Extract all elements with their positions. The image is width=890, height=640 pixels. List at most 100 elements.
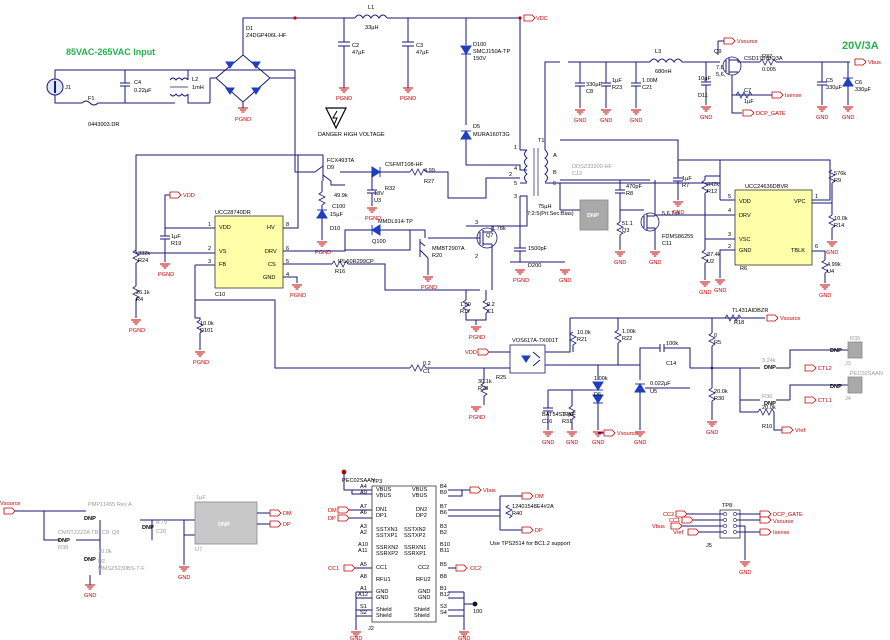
u3-pin8-name: HV (267, 225, 275, 231)
svg-text:A11: A11 (358, 548, 368, 554)
label-Q1: FCX493TA (327, 158, 355, 164)
label-C20: 4.7V (156, 520, 168, 526)
label-R38: CMST2222A TR (58, 530, 99, 536)
value-U3: C10 (215, 292, 225, 298)
label-Q100: MMBT2907A (432, 246, 465, 252)
svg-text:VBUS: VBUS (412, 487, 428, 493)
net-vsource-d6: Vsource (617, 431, 638, 437)
gnd-d2: GND (84, 593, 96, 599)
net-dcp-gate-q9: DCP_GATE (756, 111, 786, 117)
value-R5: R5 (714, 340, 721, 346)
ic-U3 (214, 215, 284, 289)
connector-J4 (847, 376, 863, 394)
label-TP3: PEC02SAAN (342, 478, 375, 484)
dnp-d200: DNP (587, 213, 599, 219)
fuse-F1 (81, 100, 99, 106)
value-J3: J3 (845, 361, 851, 367)
label-D11: C6 (855, 80, 862, 86)
net-ctl1: CTL1 (818, 398, 832, 404)
label-R14: 4.99k (827, 262, 841, 268)
svg-text:SSTXN2: SSTXN2 (404, 527, 426, 533)
q3-pins: 5,6,7,8 (662, 211, 679, 217)
value-R4: D101 (200, 328, 213, 334)
value-R37: 0.005 (762, 67, 776, 73)
label-Q8: C9 (102, 530, 109, 536)
svg-text:SSTXP2: SSTXP2 (404, 533, 425, 539)
label-D2: 10.0k (98, 549, 112, 555)
label-J1: J1 (65, 85, 71, 91)
pgnd-c2: PGND (336, 96, 352, 102)
net-vsource-dcp: Vsource (0, 501, 21, 507)
value-C10: R19 (171, 241, 181, 247)
svg-text:S3: S3 (440, 604, 447, 610)
svg-text:A10: A10 (358, 542, 368, 548)
gnd-c7: GND (574, 118, 586, 124)
label-R30: 20.0k (714, 389, 728, 395)
net-vbus-out: Vbus (868, 60, 881, 66)
value-R20: R16 (335, 269, 345, 275)
label-R6: 576k (834, 171, 846, 177)
svg-text:S4: S4 (440, 610, 447, 616)
u2-pin6-name: TBLK (791, 248, 805, 254)
label-R10: 20.0k (762, 405, 776, 411)
label-D200: DDSZ33200-HF (572, 164, 613, 170)
t1-pin-3: 3 (514, 194, 517, 200)
net-vref-j5: Vref (673, 530, 683, 536)
label-J3: R35 (850, 336, 860, 342)
dnp-u7: DNP (218, 522, 230, 528)
t1-pin-4: 4 (514, 166, 517, 172)
pgnd-q100: PGND (421, 285, 437, 291)
svg-text:A12: A12 (358, 592, 368, 598)
value-R6: R9 (834, 178, 841, 184)
label-C2: C2 (352, 43, 359, 49)
label-R18: TL431AIDBZR (732, 308, 768, 314)
label-C100: 18V (374, 191, 384, 197)
svg-text:SSRXN2: SSRXN2 (376, 545, 398, 551)
net-vbus-j5: Vbus (652, 524, 665, 530)
label-J4: PEC02SAAN (850, 371, 883, 377)
dnp-j4: DNP (830, 384, 842, 390)
svg-text:A4: A4 (360, 484, 367, 490)
svg-text:A9: A9 (360, 490, 367, 496)
u2-pin3-name: VSC (739, 237, 751, 243)
net-vref: Vref (795, 428, 805, 434)
u2-pin2-name: GND (739, 248, 751, 254)
svg-text:B3: B3 (440, 524, 447, 530)
value-R8: Q3 (622, 228, 629, 234)
choke-L2 (169, 77, 189, 97)
u3-pin1-num: 1 (208, 222, 211, 228)
label-R5: 0 (714, 333, 717, 339)
svg-text:Shield: Shield (414, 613, 430, 619)
label-C7: 330µF (586, 82, 603, 88)
label-U2: UCC24636DBVR (745, 184, 788, 190)
label-D9: CSFMT108-HF (385, 162, 423, 168)
value-F1: 0443003.DR (88, 122, 119, 128)
u3-pin6-num: 6 (286, 246, 289, 252)
net-cc2-j5: CC2 (663, 512, 674, 518)
label-C4: C4 (134, 80, 141, 86)
label-R19: 332k (138, 251, 150, 257)
u2-pin1-num: 1 (815, 194, 818, 200)
label-U5: 0.022µF (650, 381, 671, 387)
value-R31: R31 (562, 419, 572, 425)
u2-pin3-num: 3 (728, 232, 731, 238)
label-J5: TP8 (722, 503, 732, 509)
svg-text:GND: GND (376, 595, 388, 601)
label-D1: D1 (246, 26, 253, 32)
pgnd-r16: PGND (469, 335, 485, 341)
pgnd-c1: PGND (513, 278, 529, 284)
value-T1: 75µH (538, 204, 552, 210)
svg-text:VBUS: VBUS (376, 493, 392, 499)
label-C21: C5 (826, 78, 833, 84)
label-D10: 15µF (330, 212, 343, 218)
output-heading: 20V/3A (842, 40, 879, 52)
value-R40: R40 (512, 511, 522, 517)
net-cc1-j5: CC1 (669, 518, 680, 524)
value-R32: R27 (424, 179, 434, 185)
pgnd-c100: PGND (365, 216, 381, 222)
gnd-c11: GND (672, 210, 684, 216)
label-R9: 10.0k (834, 216, 848, 222)
net-isense-j5: Isense (773, 530, 789, 536)
net-vdd-opto: VDD (465, 350, 477, 356)
